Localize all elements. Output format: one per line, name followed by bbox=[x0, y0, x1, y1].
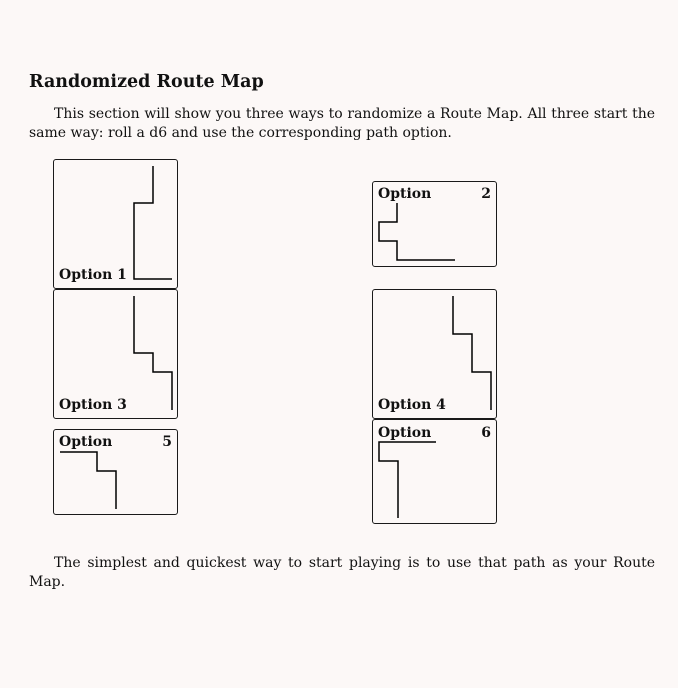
option-1-number: 1 bbox=[117, 267, 127, 283]
option-6-number: 6 bbox=[481, 425, 491, 441]
option-5-number: 5 bbox=[162, 434, 172, 450]
option-2-number: 2 bbox=[481, 186, 491, 202]
option-4-label: Option 4 bbox=[378, 397, 446, 413]
option-4-number: 4 bbox=[436, 397, 446, 413]
option-1-card: Option 1 bbox=[53, 159, 178, 289]
option-6-label-text: Option bbox=[378, 425, 432, 441]
option-4-label-text: Option bbox=[378, 397, 432, 413]
option-2-path bbox=[378, 203, 455, 261]
intro-paragraph: This section will show you three ways to… bbox=[29, 106, 655, 141]
option-6-card: Option 6 bbox=[372, 419, 497, 524]
option-3-number: 3 bbox=[117, 397, 127, 413]
option-2-label-text: Option bbox=[378, 186, 432, 202]
option-2-card: Option 2 bbox=[372, 181, 497, 267]
option-3-label-text: Option bbox=[59, 397, 113, 413]
outro-paragraph: The simplest and quickest way to start p… bbox=[29, 555, 655, 590]
option-5-card: Option 5 bbox=[53, 429, 178, 515]
option-3-path bbox=[133, 296, 173, 410]
option-1-label-text: Option bbox=[59, 267, 113, 283]
section-title: Randomized Route Map bbox=[29, 72, 264, 92]
option-6-path bbox=[378, 441, 436, 518]
option-1-label: Option 1 bbox=[59, 267, 127, 283]
option-4-card: Option 4 bbox=[372, 289, 497, 419]
option-5-label-text: Option bbox=[59, 434, 113, 450]
option-4-path bbox=[452, 296, 492, 410]
option-5-path bbox=[60, 451, 117, 509]
option-1-path bbox=[133, 166, 172, 280]
option-3-card: Option 3 bbox=[53, 289, 178, 419]
option-3-label: Option 3 bbox=[59, 397, 127, 413]
